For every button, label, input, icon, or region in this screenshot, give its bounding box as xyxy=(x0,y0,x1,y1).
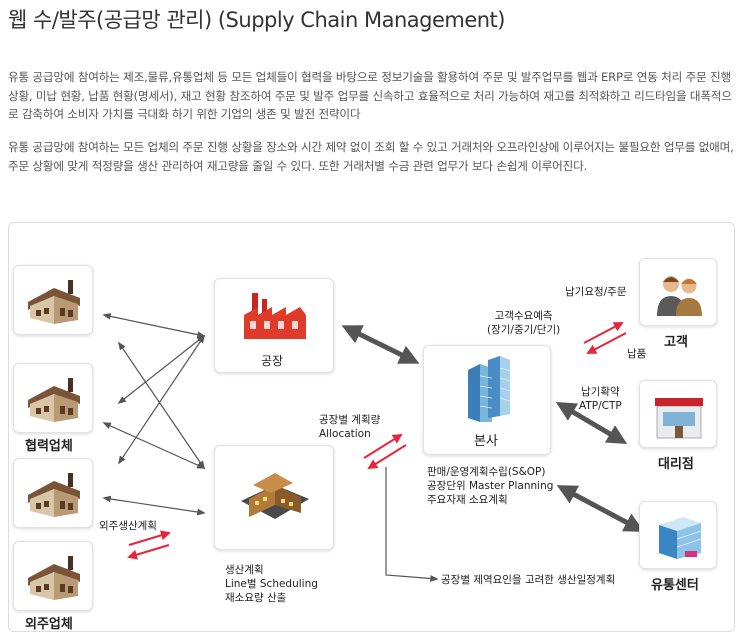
partner-building-icon xyxy=(28,378,80,422)
outsource-box xyxy=(13,541,93,611)
connection-arrows xyxy=(102,313,645,582)
partner-box-2 xyxy=(13,363,93,433)
distribution-center-icon xyxy=(659,517,702,559)
allocation-text: 공장별 계획량 Allocation xyxy=(319,414,381,440)
delivery-label: 납품 xyxy=(627,348,647,360)
production-plant-icon xyxy=(241,473,309,519)
customer-box xyxy=(639,258,717,326)
hq-box: 본사 xyxy=(423,345,551,455)
atp-text: 납기확약 ATP/CTP xyxy=(579,386,622,412)
customer-people-icon xyxy=(657,276,702,316)
agency-store-icon xyxy=(655,398,703,439)
sop-text: 판매/운영계획수립(S&OP) 공장단위 Master Planning 주요자… xyxy=(427,466,554,506)
factory-icon xyxy=(244,293,306,339)
partner-box-3 xyxy=(13,458,93,528)
agency-box xyxy=(639,380,717,448)
distribution-label: 유통센터 xyxy=(651,578,699,593)
production-plan-text: 생산계획 Line별 Scheduling 재소요량 산출 xyxy=(225,564,318,604)
distribution-box xyxy=(639,501,717,569)
intro-paragraph: 유통 공급망에 참여하는 제조,물류,유통업체 등 모든 업체들이 협력을 바탕… xyxy=(8,70,732,121)
outsource-building-icon xyxy=(28,556,80,600)
delivery-request-label: 납기요청/주문 xyxy=(565,286,627,298)
outsource-label: 외주업체 xyxy=(25,617,73,632)
demand-forecast-text: 고객수요예측 (장기/중기/단기) xyxy=(487,310,561,336)
constraint-schedule-text: 공장별 제역요인을 고려한 생산일정계획 xyxy=(441,574,616,586)
factory-label: 공장 xyxy=(261,354,284,368)
customer-label: 고객 xyxy=(664,335,688,350)
hq-label: 본사 xyxy=(474,434,498,449)
factory-box: 공장 xyxy=(214,278,334,373)
partner-building-icon xyxy=(28,280,80,324)
outsource-plan-label: 외주생산계획 xyxy=(99,520,157,532)
page-title: 웹 수/발주(공급망 관리) (Supply Chain Management) xyxy=(8,8,506,32)
production-box xyxy=(214,445,334,550)
agency-label: 대리점 xyxy=(658,457,694,472)
partner-building-icon xyxy=(28,473,80,517)
hq-tower-icon xyxy=(468,356,511,422)
partner-box-1 xyxy=(13,265,93,335)
scm-diagram: 협력업체 외주업체 외주생산계획 xyxy=(8,222,735,632)
partner-label: 협력업체 xyxy=(25,439,73,454)
benefit-paragraph: 유통 공급망에 참여하는 모든 업체의 주문 진행 상황을 장소와 시간 제약 … xyxy=(8,140,734,173)
